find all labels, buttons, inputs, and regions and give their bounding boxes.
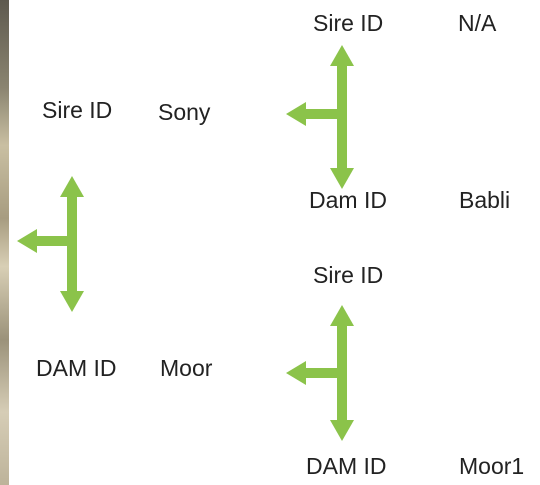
sony-dam-label: Dam ID [309,187,387,213]
gen1-sire-label: Sire ID [42,97,113,123]
gen1-dam-value: Moor [160,355,213,381]
sony-dam-value: Babli [459,187,511,213]
sony-sire-value: N/A [458,10,497,36]
gen1-dam-label: DAM ID [36,355,117,381]
connector-generation1 [17,176,84,312]
moor-sire-label: Sire ID [313,262,384,288]
moor-dam-value: Moor1 [459,453,525,479]
connector-sony-parents [286,45,354,189]
background-photo-edge [0,0,9,485]
moor-dam-label: DAM ID [306,453,387,479]
gen1-sire-value: Sony [158,99,211,125]
sony-sire-label: Sire ID [313,10,384,36]
connector-moor-parents [286,305,354,441]
